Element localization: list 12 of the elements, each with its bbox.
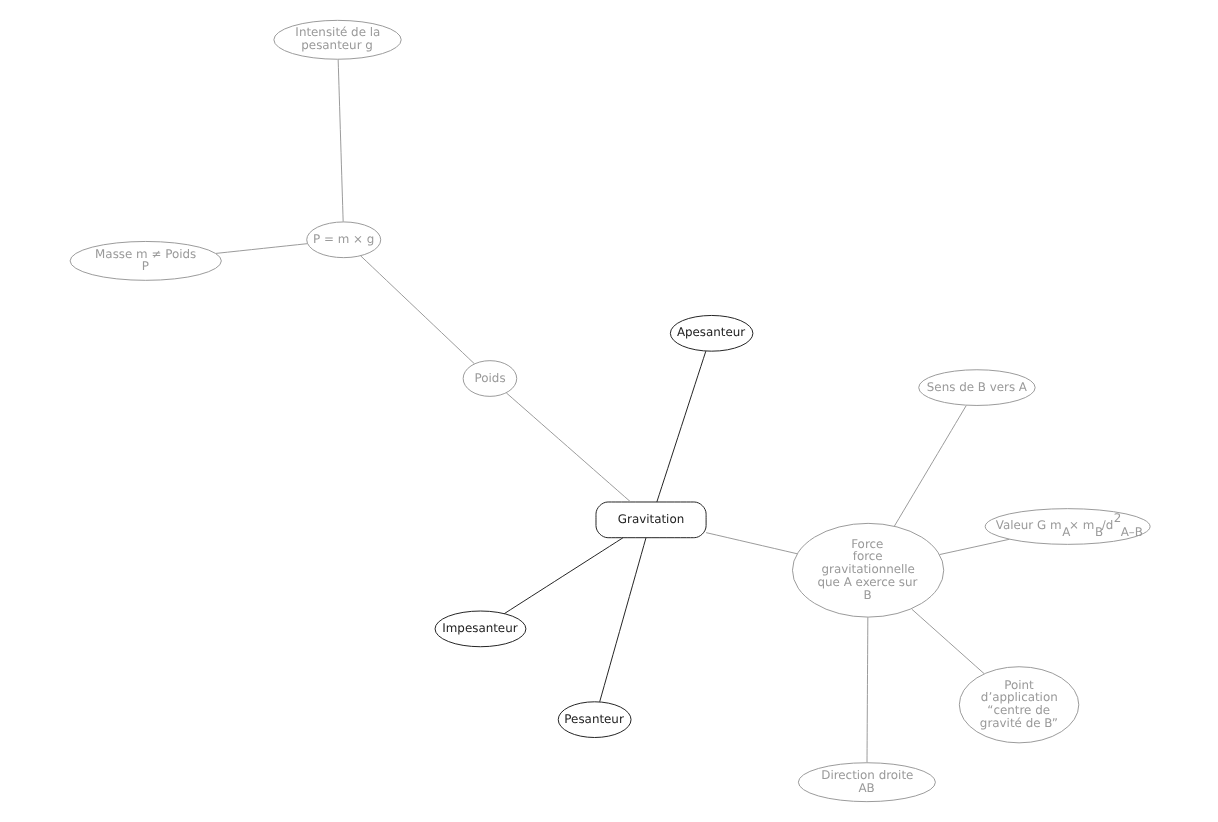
connector (598, 537, 646, 703)
connector (655, 350, 706, 503)
connector (504, 392, 631, 503)
connector (865, 616, 868, 763)
connector (359, 255, 474, 365)
connector (892, 405, 966, 527)
connector (214, 243, 307, 254)
connector (336, 58, 343, 223)
connector (938, 538, 1009, 556)
connector (502, 537, 623, 615)
connector (704, 532, 797, 555)
connector (910, 608, 984, 675)
